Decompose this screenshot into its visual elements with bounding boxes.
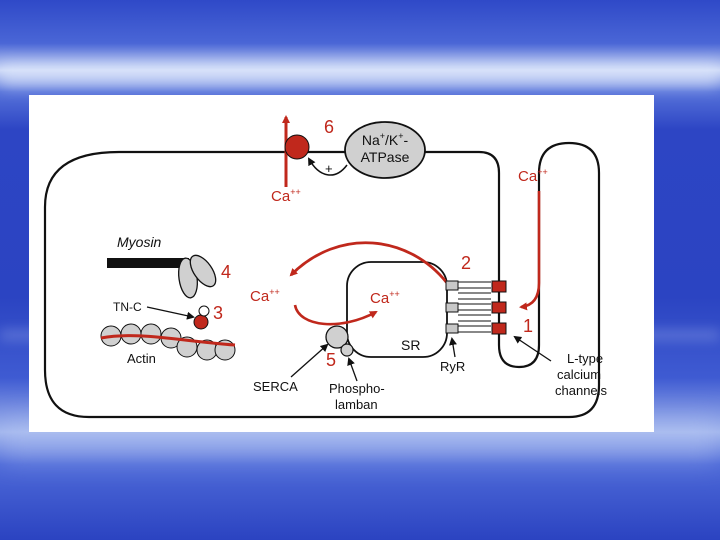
serca-label: SERCA <box>253 379 298 394</box>
phospholamban <box>341 344 353 356</box>
phospholamban-label-line1: Phospho- <box>329 381 385 396</box>
ryr-pointer-arrow <box>452 339 455 357</box>
calcium-handling-diagram: Na+/K+- ATPase + 6 Ca++ Ca++ Myosin 4 TN… <box>29 95 654 432</box>
diagram-panel: Na+/K+- ATPase + 6 Ca++ Ca++ Myosin 4 TN… <box>29 95 654 432</box>
phospholamban-pointer-arrow <box>349 359 357 381</box>
l-type-label-line3: channels <box>555 383 608 398</box>
step-6-label: 6 <box>324 117 334 137</box>
tnc-pointer-arrow <box>147 307 193 317</box>
l-type-label-line2: calcium <box>557 367 601 382</box>
pump-label-line2: ATPase <box>361 149 410 165</box>
ca-label-extracellular-right: Ca++ <box>518 167 548 185</box>
ryr-label: RyR <box>440 359 465 374</box>
background-sheen-top <box>0 64 720 86</box>
step-5-label: 5 <box>326 350 336 370</box>
l-type-label-line1: L-type <box>567 351 603 366</box>
step-1-label: 1 <box>523 316 533 336</box>
troponin-c <box>194 315 208 329</box>
ca-influx-arrow <box>521 191 539 307</box>
plus-sign: + <box>325 161 333 176</box>
ryanodine-receptors <box>446 281 458 333</box>
sr-label: SR <box>401 337 420 353</box>
ca-label-extracellular-left: Ca++ <box>271 187 301 205</box>
step-4-label: 4 <box>221 262 231 282</box>
l-type-pointer-arrow <box>515 337 551 361</box>
cell-membrane <box>45 143 599 417</box>
phospholamban-label-line2: lamban <box>335 397 378 412</box>
step-3-label: 3 <box>213 303 223 323</box>
actin-label: Actin <box>127 351 156 366</box>
myosin-filament <box>107 258 189 268</box>
troponin-subunit <box>199 306 209 316</box>
junctional-cleft-lines <box>458 282 491 332</box>
step-2-label: 2 <box>461 253 471 273</box>
ca-label-cytosol: Ca++ <box>250 287 280 305</box>
serca-pointer-arrow <box>291 345 327 377</box>
serca-reuptake-arrow <box>295 305 376 324</box>
ca-label-sr: Ca++ <box>370 289 400 307</box>
myosin-label: Myosin <box>117 234 162 250</box>
sarcoplasmic-reticulum <box>347 262 447 357</box>
na-ca-exchanger <box>285 135 309 159</box>
tnc-label: TN-C <box>113 300 142 314</box>
l-type-calcium-channels <box>492 281 506 334</box>
